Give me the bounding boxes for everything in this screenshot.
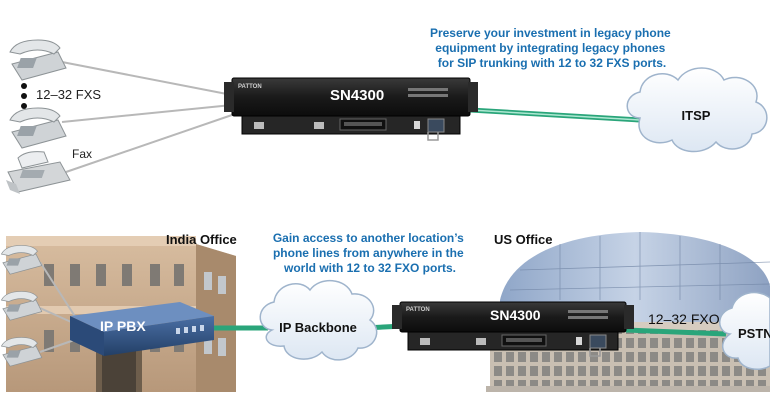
fxo-label: 12–32 FXO bbox=[648, 311, 720, 327]
fax-icon bbox=[6, 151, 71, 194]
phone-icon bbox=[9, 39, 67, 81]
router-icon: PATTON SN4300 bbox=[392, 301, 634, 357]
phone-cords bbox=[61, 61, 233, 173]
device-label: SN4300 bbox=[330, 87, 384, 104]
phone-icon bbox=[9, 107, 67, 149]
cloud-icon bbox=[259, 280, 378, 361]
bottom-section: India Office US Office bbox=[0, 231, 770, 392]
device-label: SN4300 bbox=[490, 307, 541, 323]
pstn-label: PSTN bbox=[738, 326, 770, 341]
ellipsis-dots bbox=[21, 83, 27, 109]
top-caption-line: equipment by integrating legacy phones bbox=[435, 41, 665, 55]
phone-icon bbox=[0, 291, 43, 321]
india-office-label: India Office bbox=[166, 232, 237, 247]
cloud-icon bbox=[719, 291, 770, 371]
phone-icon bbox=[0, 337, 43, 367]
device-pstn-link bbox=[625, 327, 727, 337]
ip-pbx-icon bbox=[70, 302, 214, 356]
top-section: 12–32 FXS Fax PATTON bbox=[6, 26, 768, 194]
device-brand: PATTON bbox=[238, 84, 262, 90]
fax-label: Fax bbox=[72, 147, 92, 161]
bottom-caption-line: Gain access to another location’s bbox=[273, 231, 464, 245]
top-caption-line: Preserve your investment in legacy phone bbox=[430, 26, 671, 40]
device-brand: PATTON bbox=[406, 307, 430, 313]
bottom-caption-line: world with 12 to 32 FXO ports. bbox=[283, 261, 456, 275]
phone-icon bbox=[0, 245, 43, 275]
top-caption: Preserve your investment in legacy phone… bbox=[430, 26, 674, 70]
ip-pbx-label: IP PBX bbox=[100, 318, 146, 334]
router-icon: PATTON SN4300 bbox=[224, 77, 478, 141]
top-caption-line: for SIP trunking with 12 to 32 FXS ports… bbox=[438, 56, 666, 70]
bottom-caption-line: phone lines from anywhere in the bbox=[273, 246, 464, 260]
bottom-caption: Gain access to another location’s phone … bbox=[273, 231, 467, 275]
us-office-label: US Office bbox=[494, 232, 553, 247]
itsp-label: ITSP bbox=[682, 108, 711, 123]
fxs-label: 12–32 FXS bbox=[36, 87, 101, 102]
cloud-icon bbox=[626, 67, 768, 153]
ip-backbone-label: IP Backbone bbox=[279, 320, 357, 335]
